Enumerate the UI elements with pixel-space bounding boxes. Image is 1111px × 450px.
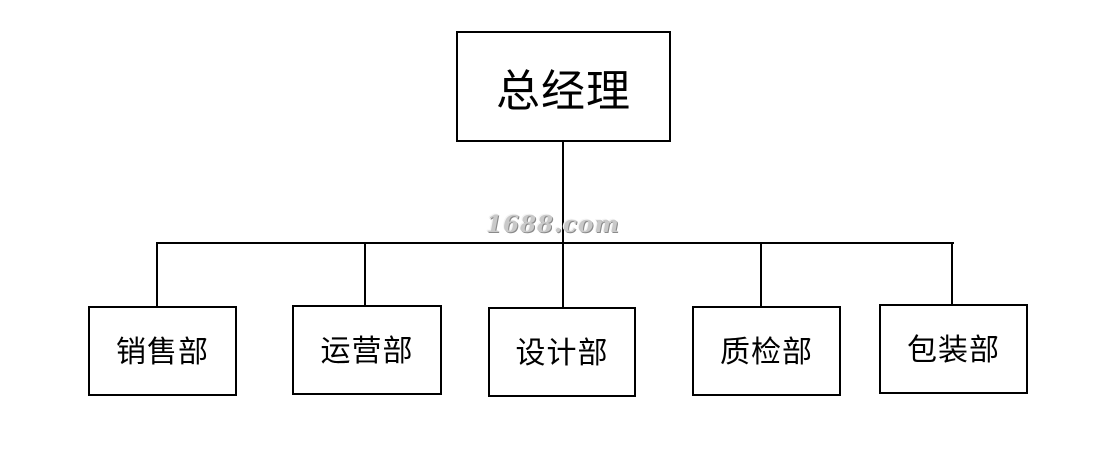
sales-dept-label: 销售部: [116, 335, 209, 370]
dept-0-drop-line: [156, 242, 158, 307]
general-manager-box: 总经理: [456, 31, 671, 142]
quality-inspection-dept-box: 质检部: [692, 306, 841, 396]
root-stem-line: [562, 141, 564, 243]
operations-dept-label: 运营部: [320, 334, 414, 369]
dept-1-drop-line: [364, 242, 366, 306]
dept-2-drop-line: [562, 242, 564, 308]
sales-dept-box: 销售部: [88, 306, 237, 396]
packaging-dept-box: 包装部: [879, 304, 1028, 394]
design-dept-label: 设计部: [515, 336, 609, 371]
quality-inspection-dept-label: 质检部: [720, 335, 813, 370]
site-watermark: 1688.com: [486, 211, 620, 238]
dept-4-drop-line: [951, 242, 953, 305]
general-manager-label: 总经理: [496, 65, 631, 117]
packaging-dept-label: 包装部: [907, 333, 1000, 368]
design-dept-box: 设计部: [488, 307, 636, 397]
dept-3-drop-line: [760, 242, 762, 307]
branch-bar-line: [156, 242, 954, 244]
operations-dept-box: 运营部: [292, 305, 442, 395]
